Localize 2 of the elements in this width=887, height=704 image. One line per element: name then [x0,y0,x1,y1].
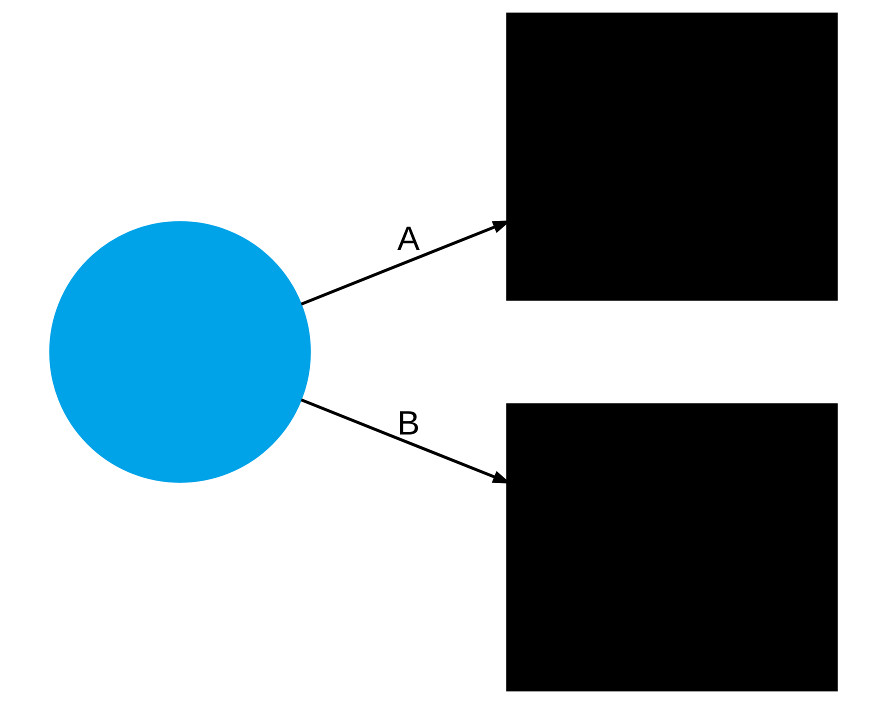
edge-label: B [397,404,420,442]
edge-label: A [397,220,420,258]
